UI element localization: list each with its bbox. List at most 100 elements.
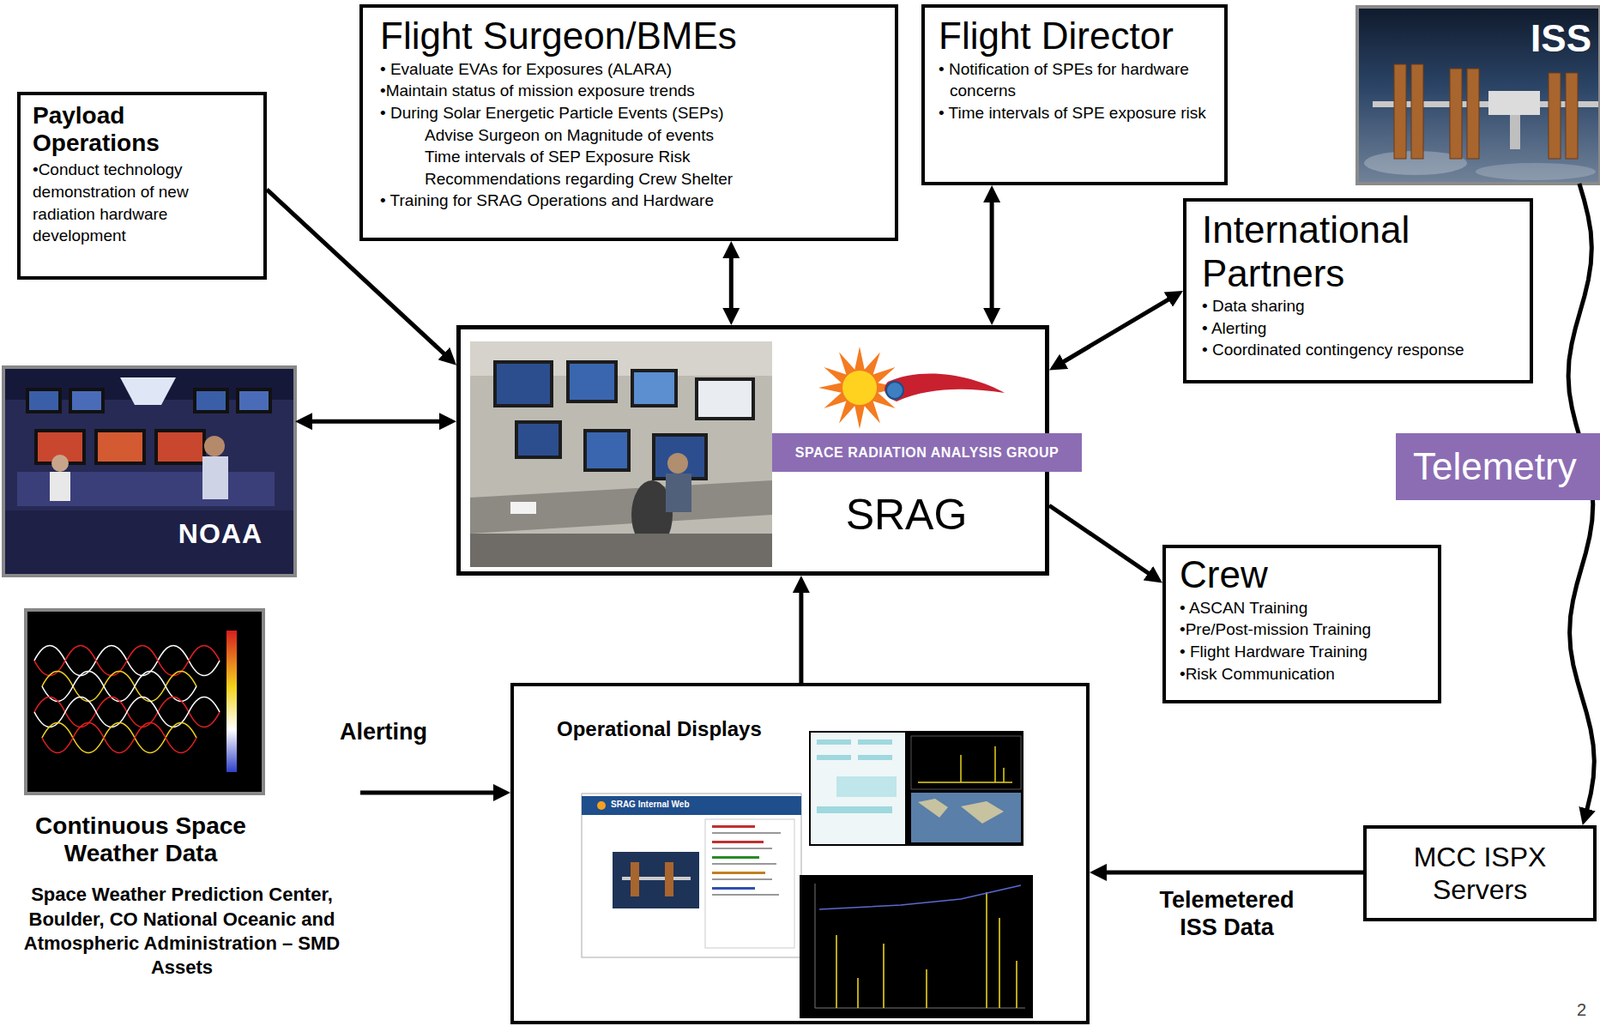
rect-shape <box>493 360 554 408</box>
page-number: 2 <box>1576 1000 1587 1021</box>
rect-shape <box>665 473 692 513</box>
rect-shape <box>712 863 777 865</box>
connector-arrow <box>1056 295 1177 366</box>
bullet-text: • Data sharing <box>1201 295 1515 318</box>
rect-shape <box>694 377 755 421</box>
rect-shape <box>809 730 1024 846</box>
path-shape <box>884 373 1005 402</box>
rect-shape <box>712 825 755 828</box>
bullet-text: •Risk Communication <box>1179 663 1425 686</box>
rect-shape <box>816 739 852 745</box>
rect-shape <box>97 432 143 462</box>
edge-label-holder: Telemetry <box>1395 433 1600 501</box>
title-band: SPACE RADIATION ANALYSIS GROUP <box>772 433 1082 472</box>
rect-shape <box>816 754 852 761</box>
rect-shape <box>514 420 562 459</box>
path-shape <box>917 746 1013 783</box>
process-box: Crew• ASCAN Training•Pre/Post-mission Tr… <box>1162 544 1442 704</box>
node-heading: SPACE RADIATION ANALYSIS GROUP <box>795 445 1059 461</box>
rect-shape <box>911 792 1021 843</box>
rect-shape <box>1411 64 1424 159</box>
rect-shape <box>25 387 62 414</box>
rect-shape <box>612 851 700 909</box>
rect-shape <box>25 609 264 794</box>
bullet-text: Space Weather Prediction Center, Boulder… <box>3 882 361 980</box>
image-node: Continuous Space Weather DataSpace Weath… <box>3 609 361 1005</box>
rect-shape <box>586 432 628 469</box>
node-heading: SRAG <box>776 490 1037 541</box>
rect-shape <box>911 736 1021 790</box>
node-heading: Flight Director <box>938 14 1211 59</box>
rect-shape <box>705 819 795 948</box>
operational-display-screenshots <box>581 730 1033 1019</box>
edge-label-holder: Alerting <box>336 718 431 746</box>
label-holder: 2 <box>1576 1000 1587 1021</box>
edge-label: Alerting <box>336 718 431 746</box>
bullet-text: Recommendations regarding Crew Shelter <box>380 168 878 191</box>
rect-shape <box>470 341 773 568</box>
process-box: Flight Surgeon/BMEs• Evaluate EVAs for E… <box>359 4 899 242</box>
node-heading: Operational Displays <box>556 717 1087 742</box>
rect-shape <box>470 533 773 568</box>
rect-shape <box>3 367 296 576</box>
rect-shape <box>581 796 802 816</box>
path-shape <box>34 646 220 677</box>
screen-caption: SRAG Internal Web <box>610 799 690 810</box>
ellipse-shape <box>1475 163 1596 181</box>
process-box: Flight Director• Notification of SPEs fo… <box>921 4 1228 186</box>
node-heading: NOAA <box>178 518 263 550</box>
rect-shape <box>94 428 146 465</box>
bullet-text: • During Solar Energetic Particle Events… <box>380 102 878 125</box>
rect-shape <box>630 862 640 897</box>
rect-shape <box>1449 68 1462 159</box>
node-heading: ISS <box>1530 17 1592 61</box>
rect-shape <box>712 856 760 859</box>
rect-shape <box>799 875 1033 1019</box>
rect-shape <box>836 776 897 797</box>
circle-shape <box>204 435 225 457</box>
connector-arrow <box>729 249 734 317</box>
connector-arrow <box>303 419 448 424</box>
edge-label-holder: Telemetered ISS Data <box>1137 886 1317 942</box>
bullet-text: • Evaluate EVAs for Exposures (ALARA) <box>380 58 878 81</box>
connector-arrow <box>798 584 804 683</box>
rect-shape <box>496 363 550 405</box>
bullet-text: •Pre/Post-mission Training <box>1179 618 1425 641</box>
path-shape <box>917 798 1004 824</box>
rect-shape <box>1548 72 1561 159</box>
bullet-text: Time intervals of SEP Exposure Risk <box>380 145 878 169</box>
rect-shape <box>712 871 766 875</box>
rect-shape <box>655 436 705 477</box>
connector-arrow <box>1049 505 1156 579</box>
image-node: ISS <box>1357 6 1600 184</box>
edge-label: Telemetered ISS Data <box>1137 886 1317 942</box>
bullet-text: •Conduct technology demonstration of new… <box>32 158 252 248</box>
label-holder: SRAG Internal Web <box>610 799 690 810</box>
process-box: International Partners• Data sharing• Al… <box>1183 198 1534 384</box>
rect-shape <box>196 391 226 411</box>
rect-shape <box>1565 72 1578 159</box>
polygon-shape <box>470 480 773 534</box>
bullet-text: •Maintain status of mission exposure tre… <box>380 79 878 103</box>
path-shape <box>34 697 220 728</box>
rect-shape <box>857 739 893 745</box>
rect-shape <box>72 391 102 411</box>
node-heading: Continuous Space Weather Data <box>12 812 270 868</box>
connector-arrow <box>990 193 995 317</box>
rect-shape <box>712 840 764 844</box>
rect-shape <box>29 391 59 411</box>
path-shape <box>836 892 1017 1009</box>
rect-shape <box>633 372 675 405</box>
rect-shape <box>510 501 537 514</box>
bullet-text: • Notification of SPEs for hardware conc… <box>938 58 1211 103</box>
bullet-text: Advise Surgeon on Magnitude of events <box>380 124 878 147</box>
srag-logo <box>818 346 1005 429</box>
noaa-photo <box>3 367 296 576</box>
rect-shape <box>5 510 294 574</box>
circle-shape <box>51 454 69 472</box>
process-box: Payload Operations•Conduct technology de… <box>17 91 267 280</box>
rect-shape <box>698 380 752 417</box>
rect-shape <box>712 878 773 881</box>
